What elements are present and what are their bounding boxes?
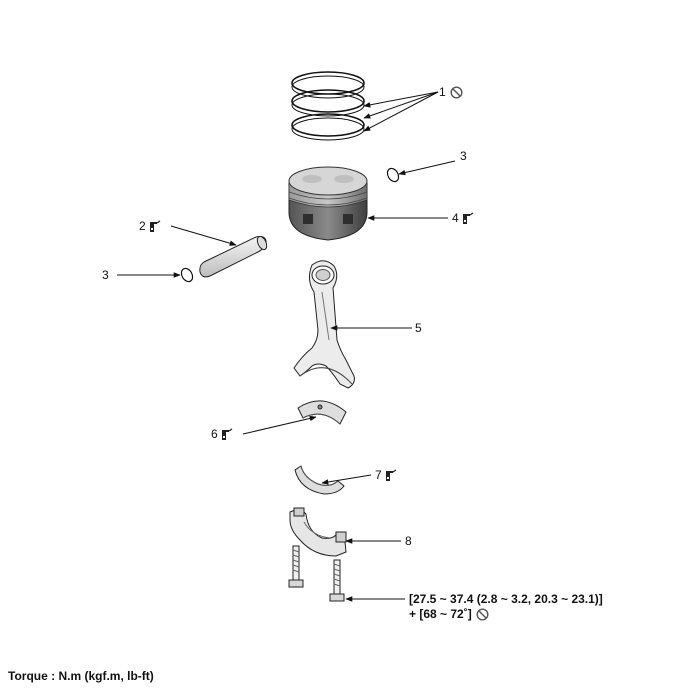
callout-6-number: 6 bbox=[211, 427, 218, 441]
lower-bearing bbox=[294, 465, 345, 495]
piston-rings bbox=[291, 71, 365, 141]
oil-can-icon bbox=[221, 428, 233, 440]
oil-can-icon bbox=[385, 469, 397, 481]
callout-2: 2 bbox=[139, 219, 161, 233]
callout-6: 6 bbox=[211, 427, 233, 441]
upper-bearing bbox=[297, 400, 347, 425]
callout-5: 5 bbox=[415, 321, 422, 335]
torque-spec-line1: [27.5 ~ 37.4 (2.8 ~ 3.2, 20.3 ~ 23.1)] bbox=[409, 592, 603, 606]
torque-spec-line2: + [68 ~ 72˚] bbox=[409, 607, 603, 622]
no-reuse-icon bbox=[450, 86, 463, 99]
callout-4: 4 bbox=[452, 211, 474, 225]
callout-1-number: 1 bbox=[439, 85, 446, 99]
callout-7-number: 7 bbox=[375, 468, 382, 482]
callout-8: 8 bbox=[405, 534, 412, 548]
cap-bolt-left bbox=[288, 545, 304, 588]
callout-7: 7 bbox=[375, 468, 397, 482]
callout-1: 1 bbox=[439, 85, 463, 99]
torque-spec: [27.5 ~ 37.4 (2.8 ~ 3.2, 20.3 ~ 23.1)] +… bbox=[409, 592, 603, 622]
callout-3-left: 3 bbox=[102, 268, 109, 282]
callout-2-number: 2 bbox=[139, 219, 146, 233]
snap-ring-right bbox=[386, 167, 400, 183]
connecting-rod-cap bbox=[289, 507, 347, 557]
piston-pin bbox=[199, 235, 268, 278]
callout-4-number: 4 bbox=[452, 211, 459, 225]
cap-bolt-right bbox=[329, 559, 345, 602]
torque-unit-note: Torque : N.m (kgf.m, lb-ft) bbox=[8, 669, 154, 683]
no-reuse-icon bbox=[476, 608, 489, 621]
connecting-rod bbox=[293, 260, 355, 389]
oil-can-icon bbox=[462, 212, 474, 224]
torque-spec-angle: + [68 ~ 72˚] bbox=[409, 607, 472, 621]
piston bbox=[288, 166, 368, 241]
snap-ring-left bbox=[180, 267, 194, 283]
leader-lines bbox=[117, 91, 456, 602]
callout-3-right: 3 bbox=[460, 149, 467, 163]
oil-can-icon bbox=[149, 220, 161, 232]
